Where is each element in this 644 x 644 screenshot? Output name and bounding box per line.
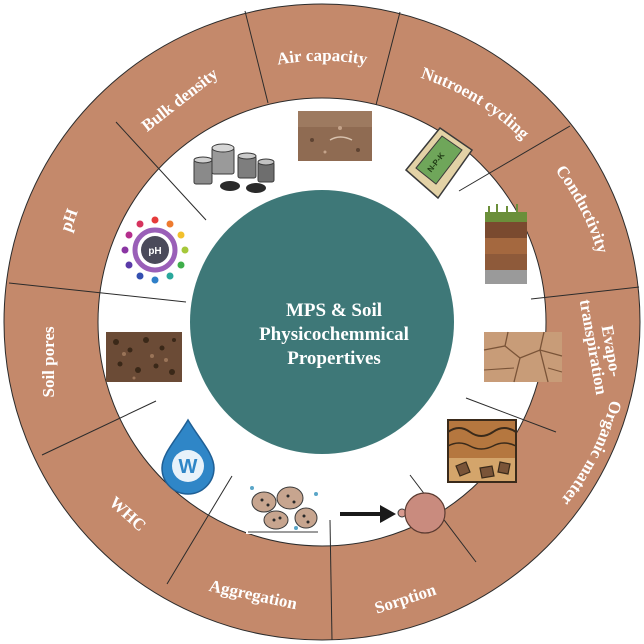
label-soil-pores: Soil pores — [39, 326, 58, 397]
soil-sampling-rings-icon — [193, 143, 275, 193]
center-title-line-2: Physicochemmical — [259, 324, 409, 345]
water-drop-w-icon: W — [161, 418, 215, 495]
arrow-to-particle-icon — [340, 492, 446, 534]
soil-horizon-rocks-icon — [447, 419, 517, 483]
label-air-capacity: Air capacity — [275, 46, 369, 69]
porous-soil-photo-icon — [106, 332, 182, 382]
soil-profile-layers-icon — [485, 204, 527, 284]
soil-surface-photo-icon — [298, 111, 372, 161]
w-text: W — [179, 456, 198, 478]
center-circle — [190, 190, 454, 454]
cracked-dry-soil-icon — [483, 331, 563, 383]
soil-aggregates-icon — [246, 486, 320, 534]
ph-text: pH — [148, 246, 161, 257]
center-title-line-1: MPS & Soil — [286, 300, 382, 321]
center-title-line-3: Propertives — [287, 348, 381, 369]
npk-fertilizer-bag-icon: N-P-K — [404, 126, 474, 200]
segment-dividers — [8, 10, 640, 641]
ph-color-wheel-icon: pH — [121, 216, 189, 284]
